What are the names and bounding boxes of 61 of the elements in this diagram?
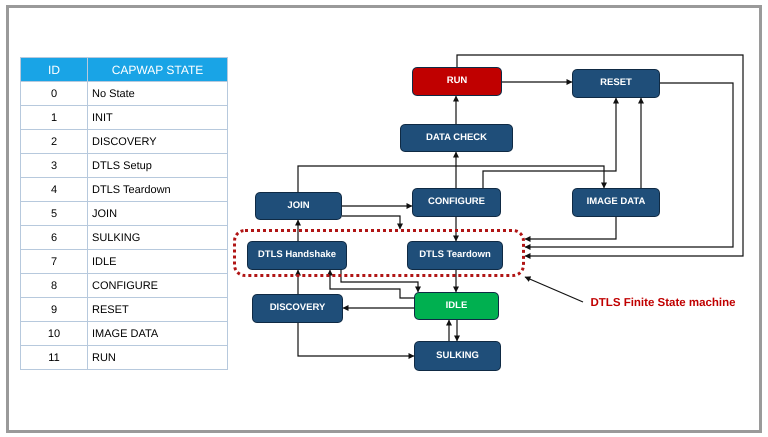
state-box: DTLS Handshake: [247, 241, 347, 270]
state-box: RESET: [572, 69, 660, 98]
arrow: [453, 270, 459, 292]
state-box: DISCOVERY: [252, 294, 343, 323]
state-box: SULKING: [414, 341, 501, 371]
table-cell: 2: [20, 130, 88, 154]
state-box: IDLE: [414, 292, 499, 320]
table-cell: 7: [20, 250, 88, 274]
arrow: [342, 305, 414, 311]
table-cell: DTLS Setup: [88, 154, 228, 178]
table-cell: 11: [20, 346, 88, 370]
table-cell: 0: [20, 82, 88, 106]
arrow: [638, 98, 644, 188]
table-cell: RUN: [88, 346, 228, 370]
callout-text: DTLS Finite State machine: [583, 294, 743, 312]
arrow: [295, 270, 301, 294]
state-box: RUN: [412, 67, 502, 96]
table-cell: 3: [20, 154, 88, 178]
table-cell: No State: [88, 82, 228, 106]
table-cell: 5: [20, 202, 88, 226]
arrow: [453, 152, 459, 188]
arrow: [524, 217, 617, 242]
arrow: [502, 79, 572, 85]
table-cell: 10: [20, 322, 88, 346]
table-cell: DTLS Teardown: [88, 178, 228, 202]
arrow: [446, 320, 452, 341]
arrow: [340, 270, 421, 292]
state-box: JOIN: [255, 192, 342, 220]
arrow: [524, 276, 584, 303]
header-cell: CAPWAP STATE: [88, 58, 228, 82]
table-cell: INIT: [88, 106, 228, 130]
arrow: [295, 220, 301, 241]
table-cell: 4: [20, 178, 88, 202]
table-cell: SULKING: [88, 226, 228, 250]
arrow: [453, 217, 459, 242]
state-box: CONFIGURE: [412, 188, 501, 217]
table-cell: IDLE: [88, 250, 228, 274]
state-box: DATA CHECK: [400, 124, 513, 152]
arrow: [327, 270, 414, 299]
arrow: [297, 165, 607, 192]
arrow: [456, 54, 744, 259]
table-cell: IMAGE DATA: [88, 322, 228, 346]
table-cell: RESET: [88, 298, 228, 322]
state-box: DTLS Teardown: [407, 241, 503, 270]
header-cell: ID: [20, 58, 88, 82]
table-cell: 9: [20, 298, 88, 322]
arrow: [454, 320, 460, 342]
arrow: [482, 98, 619, 188]
table-cell: 8: [20, 274, 88, 298]
arrow: [453, 96, 459, 124]
table-cell: JOIN: [88, 202, 228, 226]
table-cell: DISCOVERY: [88, 130, 228, 154]
arrow: [342, 203, 412, 209]
table-cell: 1: [20, 106, 88, 130]
table-cell: CONFIGURE: [88, 274, 228, 298]
arrow: [342, 215, 403, 230]
table-cell: 6: [20, 226, 88, 250]
arrow: [297, 323, 414, 359]
dotted-group-outline: [233, 229, 525, 277]
arrow: [524, 82, 734, 250]
state-box: IMAGE DATA: [572, 188, 660, 217]
